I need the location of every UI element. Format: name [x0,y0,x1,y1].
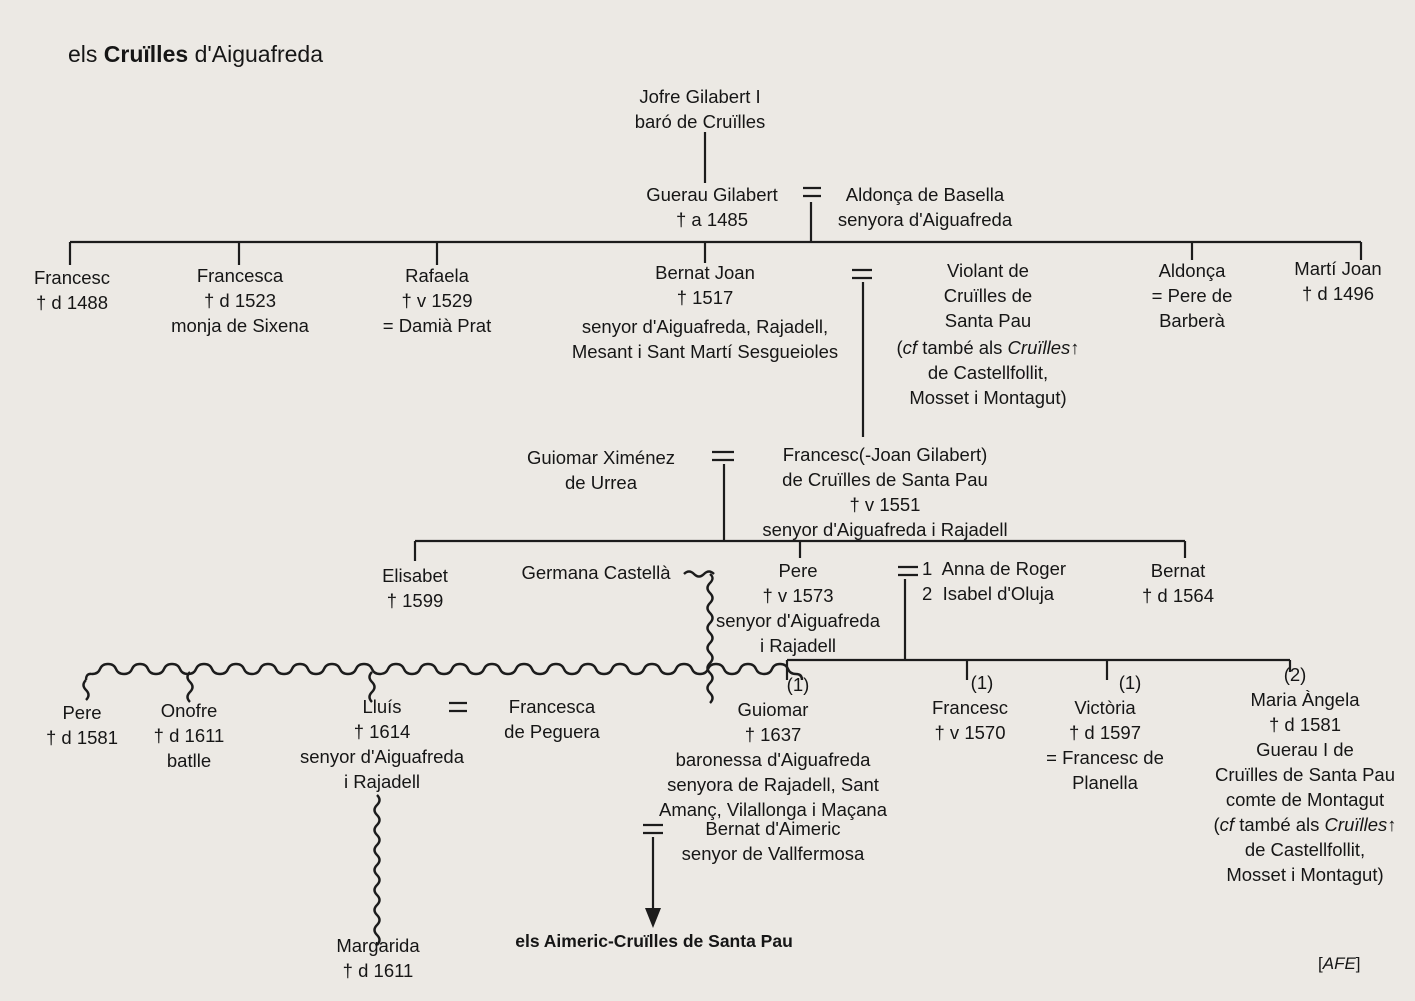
person-maria-angela: (2) Maria Àngela † d 1581 Guerau I de Cr… [1213,664,1397,885]
person-francesc-1488: Francesc † d 1488 [33,267,111,313]
person-guiomar-ximenez: Guiomar Ximénez de Urrea [526,447,676,493]
person-victoria: (1) Victòria † d 1597 = Francesc de Plan… [1046,672,1164,793]
person-marti-joan: Martí Joan † d 1496 [1294,258,1382,304]
person-francesc-1570: (1) Francesc † v 1570 [931,672,1009,743]
person-aldonca-basella: Aldonça de Basella senyora d'Aiguafreda [837,184,1013,230]
page-title: els Cruïlles d'Aiguafreda [68,41,323,67]
person-guiomar: (1) Guiomar † 1637 baronessa d'Aiguafred… [659,674,887,820]
person-francesca-peguera: Francesca de Peguera [504,696,600,742]
person-francesc-joan: Francesc(-Joan Gilabert) de Cruïlles de … [762,444,1008,540]
wavy-bar-illegitimate [84,662,804,681]
person-pere-1581: Pere † d 1581 [45,702,119,748]
person-pere-1573: Pere † v 1573 senyor d'Aiguafreda i Raja… [716,560,880,656]
person-elisabet: Elisabet † 1599 [382,565,448,611]
person-pere-wives: 1 Anna de Roger 2 Isabel d'Oluja [922,558,1067,604]
person-margarida: Margarida † d 1611 [336,935,420,981]
wavy-line-lluis-margarida [373,794,381,946]
person-germana: Germana Castellà [521,562,671,583]
wavy-line-germana [683,570,715,704]
person-francesca-1523: Francesca † d 1523 monja de Sixena [171,265,309,336]
person-aldonca-barbera: Aldonça = Pere de Barberà [1151,260,1233,331]
author-credit: AFE [1318,954,1361,974]
person-guerau: Guerau Gilabert † a 1485 [646,184,778,230]
wavy-drop-onofre [186,671,194,703]
person-bernat-aimeric: Bernat d'Aimeric senyor de Vallfermosa [681,818,865,864]
person-lluis: Lluís † 1614 senyor d'Aiguafreda i Rajad… [300,696,464,792]
person-bernat-joan: Bernat Joan † 1517 senyor d'Aiguafreda, … [571,262,839,362]
lineage-aimeric-cruilles: els Aimeric-Cruïlles de Santa Pau [515,931,793,951]
wavy-drop-pere-1581 [82,679,90,701]
person-rafaela: Rafaela † v 1529 = Damià Prat [382,265,492,336]
person-bernat-1564: Bernat † d 1564 [1141,560,1215,606]
person-violant: Violant de Cruïlles de Santa Pau (cf tam… [896,260,1080,408]
arrow-down-icon [645,908,661,928]
wavy-drop-lluis [368,671,376,703]
person-onofre: Onofre † d 1611 batlle [153,700,225,771]
person-jofre: Jofre Gilabert I baró de Cruïlles [634,86,766,132]
